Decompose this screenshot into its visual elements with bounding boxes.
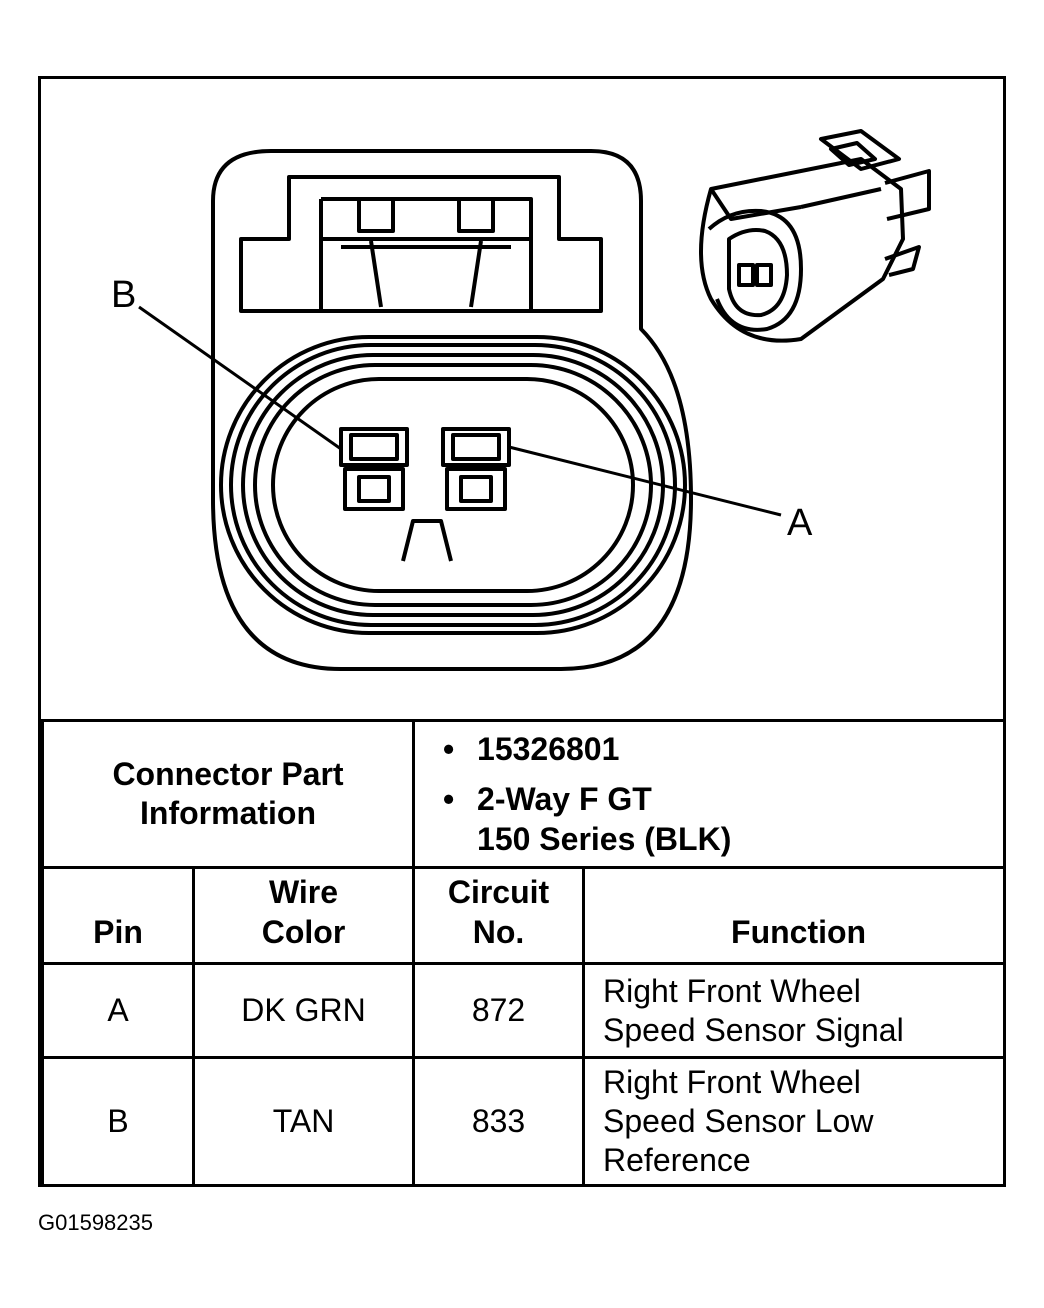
figure-id: G01598235 [38,1210,153,1235]
bullet-icon: • [443,731,455,767]
row-b-pin: B [41,1056,195,1187]
row-a-wire-color: DK GRN [191,962,416,1059]
row-a-function-line1: Right Front Wheel [603,972,861,1009]
leader-line-b [138,305,342,451]
header-function-label: Function [731,914,867,950]
terminal-b [339,427,409,511]
seal-ring-2 [229,343,677,627]
row-a-function-line2: Speed Sensor Signal [603,1011,904,1048]
seal-ring-3 [241,353,665,617]
seal-ring-5 [271,377,635,593]
seal-ring-1 [219,335,687,635]
header-circuit-line1: Circuit [447,874,550,910]
connector-part-label: Connector Part Information [40,719,416,869]
terminal-a [441,427,511,511]
connector-part-row: Connector Part Information • 15326801 • … [40,719,1007,869]
table-header-row: Pin Wire Color Circuit No. Function [41,866,1007,965]
seal-ring-4 [253,363,653,607]
connector-iso-view [699,129,931,343]
keying-tab [401,519,453,562]
connector-shell-outline [210,149,693,671]
table-row: A DK GRN 872 Right Front Wheel Speed Sen… [41,962,1007,1059]
row-b-function-line2: Speed Sensor Low [603,1103,874,1139]
table-row: B TAN 833 Right Front Wheel Speed Sensor… [41,1056,1007,1187]
row-b-circuit: 833 [412,1056,586,1187]
bullet-icon: • [443,781,455,817]
connector-part-details: • 15326801 • 2-Way F GT 150 Series (BLK) [412,719,1007,869]
row-b-function-line3: Reference [603,1142,751,1178]
connector-info-table: Connector Part Information • 15326801 • … [40,719,1007,1187]
callout-label-b: B [111,274,136,316]
row-a-circuit: 872 [412,962,586,1059]
callout-label-a: A [787,502,813,544]
row-a-function: Right Front Wheel Speed Sensor Signal [582,962,1007,1059]
row-b-function: Right Front Wheel Speed Sensor Low Refer… [582,1056,1007,1187]
part-number: 15326801 [477,731,620,767]
header-pin: Pin [41,866,195,965]
row-b-wire-color: TAN [191,1056,416,1187]
diagram-frame: B A Connector Part Information • 1532680… [38,76,1007,1187]
header-wire-color-line1: Wire [268,874,339,910]
connector-diagram: B A [111,129,931,671]
connector-part-label-line1: Connector Part [112,756,344,792]
header-pin-label: Pin [93,914,143,950]
header-circuit-line2: No. [472,914,525,950]
row-a-pin: A [41,962,195,1059]
part-description-line1: 2-Way F GT [477,781,652,817]
header-wire-color-line2: Color [261,914,346,950]
leader-line-a [508,445,782,517]
header-function: Function [582,866,1007,965]
header-circuit: Circuit No. [412,866,586,965]
part-description-line2: 150 Series (BLK) [477,821,732,857]
row-b-function-line1: Right Front Wheel [603,1064,861,1100]
connector-part-label-line2: Information [140,795,316,831]
latch-housing [239,175,603,313]
header-wire-color: Wire Color [191,866,416,965]
